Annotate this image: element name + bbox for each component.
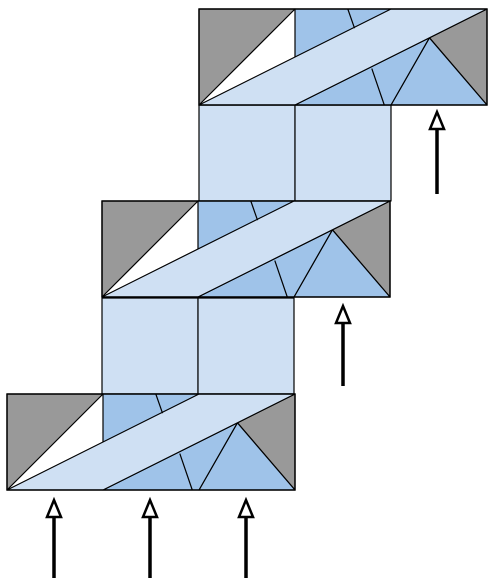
top-arrow-up-arrow-icon [428,108,446,194]
arrow-head [334,302,352,325]
bottom-arrow-2-up-arrow-icon [141,496,159,578]
tier-middle [101,200,391,298]
arrow-head [237,496,255,519]
arrow-head [428,108,446,131]
lower-fold-line [371,68,385,106]
connector-right-square [294,104,392,202]
tiers [6,8,488,491]
connector-left-square [198,104,296,202]
connectors [101,104,392,395]
connector-left-square [101,297,199,395]
arrows [45,108,446,578]
connector-middle-to-top [198,104,392,202]
arrow-head [45,496,63,519]
connector-right-square [197,297,295,395]
upper-fold-line [347,8,356,29]
tier-bottom [6,393,296,491]
middle-arrow-up-arrow-icon [334,302,352,386]
upper-fold-line [250,200,259,221]
bottom-arrow-1-up-arrow-icon [45,496,63,578]
lower-fold-line [179,453,193,491]
lower-fold-line [274,260,288,298]
tier-frame [198,8,488,106]
tier-frame [101,200,391,298]
bottom-arrow-3-up-arrow-icon [237,496,255,578]
arrow-head [141,496,159,519]
upper-fold-line [155,393,164,414]
tier-frame [6,393,296,491]
tier-top [198,8,488,106]
connector-bottom-to-middle [101,297,295,395]
